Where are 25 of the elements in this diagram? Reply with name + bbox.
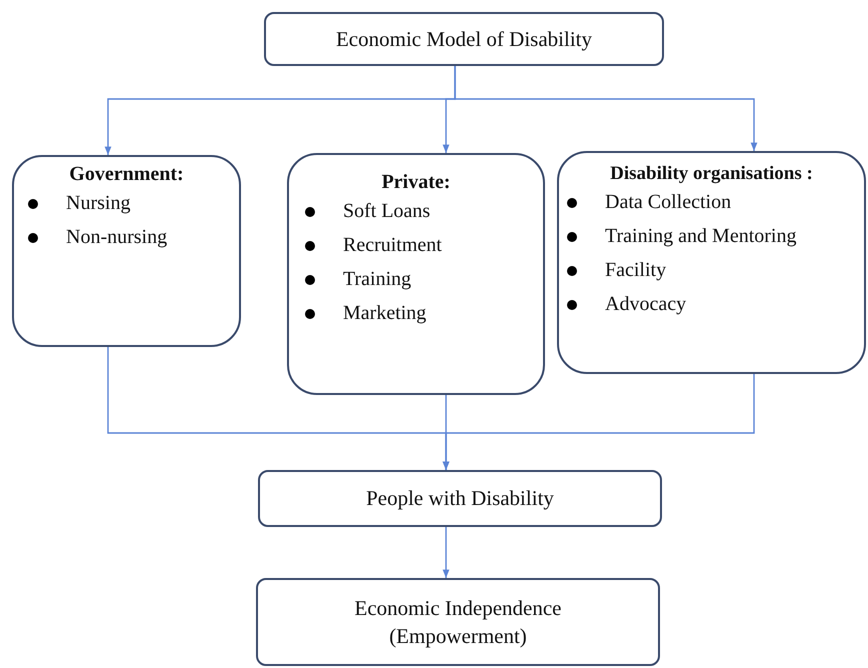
bullet-item: Recruitment xyxy=(305,228,442,262)
card-heading: Private: xyxy=(382,171,450,194)
process-box xyxy=(264,12,664,66)
bullet-item: Facility xyxy=(567,253,666,287)
connector-arrow xyxy=(442,374,755,470)
card-heading: Disability organisations : xyxy=(610,163,813,185)
box-label: Economic Model of Disability xyxy=(336,26,592,53)
category-card xyxy=(287,153,545,395)
card-heading: Government: xyxy=(69,163,184,186)
connector-arrow xyxy=(442,527,450,578)
process-box xyxy=(256,578,660,666)
bullet-item: Training xyxy=(305,262,412,296)
category-card xyxy=(12,155,241,347)
bullet-item: Advocacy xyxy=(567,287,686,321)
bullet-item: Data Collection xyxy=(567,185,732,219)
category-card xyxy=(557,151,866,374)
box-label: People with Disability xyxy=(366,485,554,512)
box-label: Economic Independence (Empowerment) xyxy=(354,594,562,650)
bullet-item: Nursing xyxy=(28,186,130,220)
bullet-item: Marketing xyxy=(305,296,426,330)
bullet-item: Training and Mentoring xyxy=(567,219,796,253)
connector-arrow xyxy=(454,66,758,151)
bullet-item: Non-nursing xyxy=(28,220,168,254)
process-box xyxy=(258,470,662,527)
bullet-item: Soft Loans xyxy=(305,194,430,228)
